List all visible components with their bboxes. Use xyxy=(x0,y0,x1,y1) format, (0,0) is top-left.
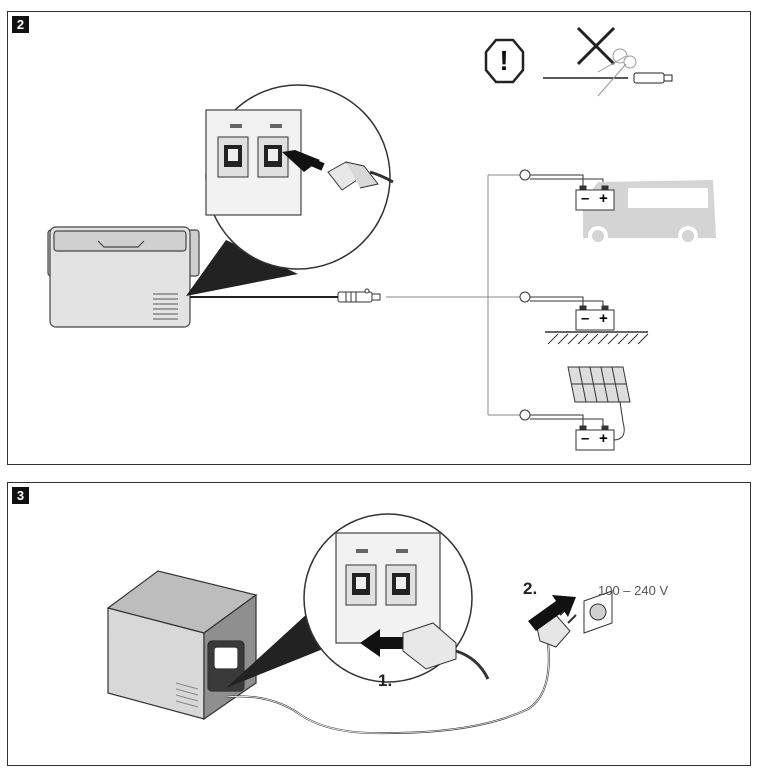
no-cutting-cable-icon xyxy=(543,26,673,97)
step-2-label: 2. xyxy=(523,579,538,598)
warning-icon xyxy=(484,38,525,84)
warning-exclamation: ! xyxy=(499,45,509,76)
car-plug xyxy=(337,288,381,303)
panel-number-badge: 3 xyxy=(12,487,29,504)
step-1-label: 1. xyxy=(378,671,393,690)
battery-1-plus: + xyxy=(599,190,608,207)
battery-3-plus: + xyxy=(599,430,608,447)
zoom-cone xyxy=(186,240,298,296)
figure-panel-3: 3 xyxy=(7,482,751,766)
figure-panel-2: 2 xyxy=(7,11,751,465)
battery-3-minus: – xyxy=(581,430,590,447)
wall-socket xyxy=(583,590,613,634)
battery-2-plus: + xyxy=(599,310,608,327)
van-icon xyxy=(583,180,716,246)
voltage-label: 100 – 240 V xyxy=(598,583,669,598)
battery-2-minus: – xyxy=(581,310,590,327)
cooler-box xyxy=(47,226,200,328)
arrow-2 xyxy=(528,595,576,631)
panel-2-illustration xyxy=(47,26,716,451)
battery-1-minus: – xyxy=(581,190,590,207)
cooler-box-3d xyxy=(106,570,258,721)
zoom-cone xyxy=(226,613,338,688)
ground-battery-source xyxy=(519,291,649,345)
power-source-branches xyxy=(487,174,520,416)
zoom-circle xyxy=(205,84,394,270)
solar-panel-icon xyxy=(567,366,631,441)
panel-3-illustration xyxy=(106,513,613,735)
solar-battery-source xyxy=(519,366,631,451)
zoom-circle xyxy=(303,513,490,683)
vehicle-battery-source xyxy=(519,169,716,246)
panel-number-badge: 2 xyxy=(12,16,29,33)
